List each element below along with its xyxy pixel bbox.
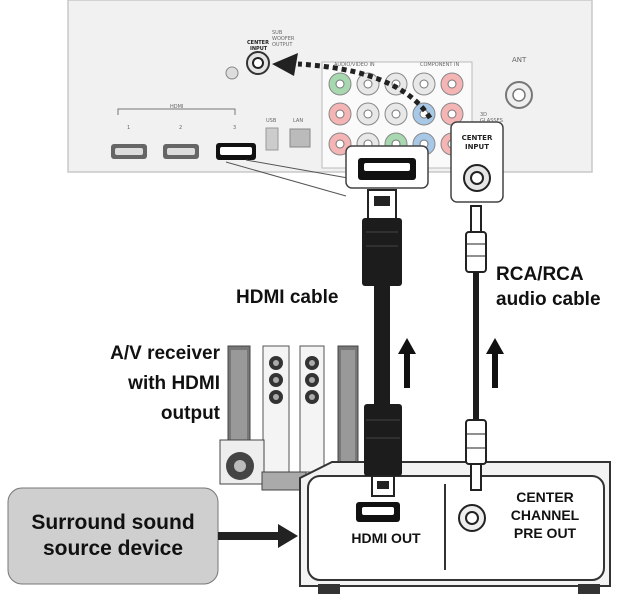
hdmi-port-2	[163, 144, 199, 159]
center-input-callout	[450, 121, 504, 203]
center-pre-out-label-line1: CENTER	[516, 489, 574, 505]
hdmi-callout	[225, 145, 429, 197]
center-pre-out-label-line3: PRE OUT	[513, 525, 577, 541]
hdmi-cable-label: HDMI cable	[236, 287, 339, 308]
hdmi-port-1	[111, 144, 147, 159]
usb-label: USB	[266, 118, 277, 124]
component-inputs-2-label: COMPONENT IN	[420, 62, 460, 68]
receiver-label-line2: with HDMI	[128, 373, 220, 394]
rca-cable	[465, 205, 487, 491]
center-input-callout-line1: CENTER	[461, 134, 493, 142]
hdmi-out-label: HDMI OUT	[351, 530, 421, 546]
center-pre-out-label-line2: CHANNEL	[510, 507, 580, 523]
hdmi-out-port	[356, 502, 400, 522]
3d-glasses-label: 3D GLASSES	[480, 112, 503, 124]
av-jack-center	[419, 79, 429, 89]
av-jack-center	[391, 109, 401, 119]
tv-rear-panel	[67, 0, 593, 173]
center-input-small-line2: INPUT	[250, 46, 268, 52]
arrow-head	[272, 53, 298, 76]
lan-label: LAN	[293, 118, 304, 124]
av-jack-center	[363, 79, 373, 89]
receiver-label-line3: output	[160, 403, 220, 424]
usb-port	[265, 127, 279, 151]
ant-label: ANT	[512, 56, 527, 64]
up-arrow-rca	[486, 338, 504, 388]
source-device-box	[7, 487, 219, 585]
component-inputs-label: AUDIO/VIDEO IN	[334, 62, 375, 68]
hdmi-port-1-label: 1	[127, 125, 131, 131]
av-receiver-speakers	[219, 345, 359, 491]
center-input-small-line1: CENTER	[247, 40, 269, 46]
rca-cable-label-line1: RCA/RCA	[496, 264, 584, 285]
rca-cable-label-line2: audio cable	[496, 289, 601, 310]
av-jack-center	[447, 79, 457, 89]
center-input-jack-small	[225, 51, 270, 80]
hdmi-port-3	[216, 143, 256, 160]
up-arrow-hdmi	[398, 338, 416, 388]
center-pre-out-jack	[458, 504, 486, 532]
center-input-route-arrow	[297, 61, 433, 120]
hdmi-port-2-label: 2	[179, 125, 183, 131]
source-arrow	[218, 524, 298, 548]
center-input-callout-line2: INPUT	[464, 143, 490, 151]
hdmi-group-label: HDMI	[170, 104, 184, 110]
av-jack-center	[335, 79, 345, 89]
sub-woofer-label: SUB WOOFER OUTPUT	[272, 30, 295, 48]
hdmi-port-3-label: 3	[233, 125, 237, 131]
av-jack-center	[363, 109, 373, 119]
av-jack-center	[335, 139, 345, 149]
av-jack-center	[447, 109, 457, 119]
av-jack-center	[335, 109, 345, 119]
lan-port	[289, 128, 311, 148]
antenna-port	[505, 81, 533, 109]
source-device-label-line2: source device	[42, 537, 184, 560]
hdmi-cable	[362, 189, 402, 497]
receiver-label-line1: A/V receiver	[110, 343, 220, 364]
source-device-label-line1: Surround sound	[31, 511, 195, 534]
